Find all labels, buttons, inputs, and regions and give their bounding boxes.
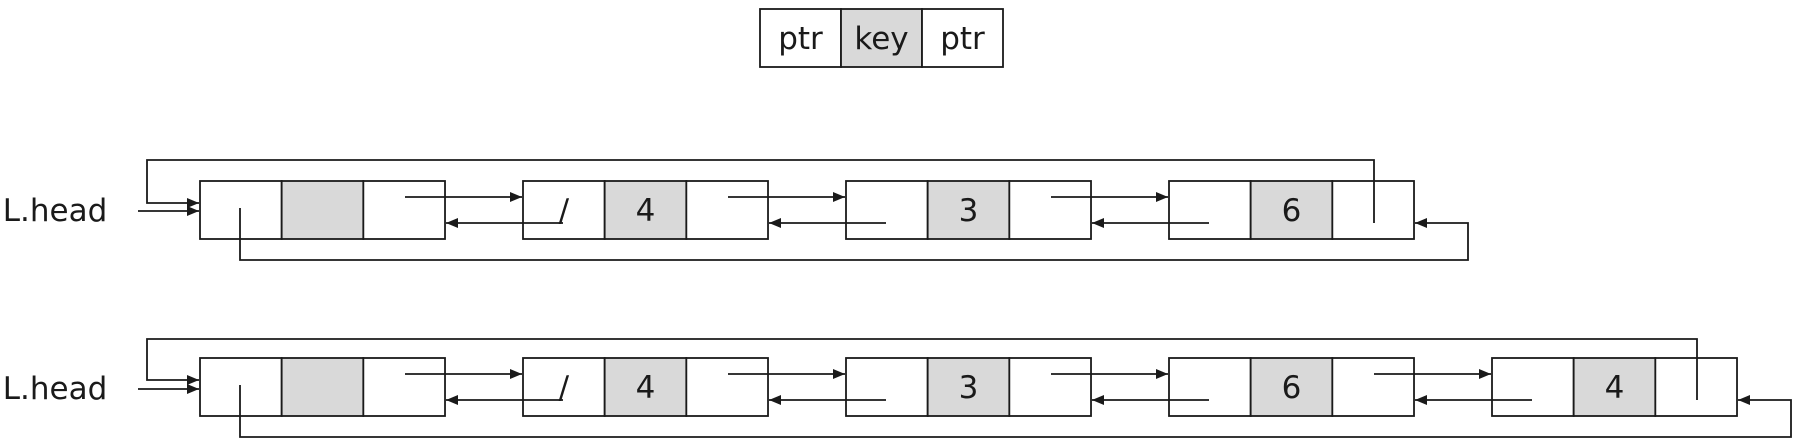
- head-label: L.head: [3, 371, 108, 407]
- list-node: /4: [522, 357, 769, 417]
- wrap-next-pointer-arrow: [146, 338, 1698, 400]
- node-next-cell: [1331, 357, 1415, 417]
- legend-cell-ptr: [921, 8, 1004, 68]
- node-key-cell: [1572, 357, 1657, 417]
- sentinel-node: [199, 357, 446, 417]
- node-key-cell: [280, 357, 365, 417]
- node-next-cell: [362, 357, 446, 417]
- node-key-cell: [926, 357, 1011, 417]
- node-key-value: 4: [636, 370, 656, 406]
- node-key-value: 4: [1605, 370, 1625, 406]
- node-key-value: 3: [959, 370, 979, 406]
- node-next-cell: [685, 180, 769, 240]
- legend-label: key: [854, 21, 908, 57]
- legend-cell-ptr: [759, 8, 842, 68]
- node-prev-cell: [1168, 180, 1252, 240]
- node-prev-cell: [845, 357, 929, 417]
- node-key-cell: [603, 180, 688, 240]
- legend-label: ptr: [940, 21, 985, 57]
- list-node: /4: [522, 180, 769, 240]
- head-label: L.head: [3, 193, 108, 229]
- node-key-cell: [926, 180, 1011, 240]
- sentinel-node: [199, 180, 446, 240]
- list-node: 3: [845, 357, 1092, 417]
- wrap-prev-pointer-arrow: [239, 208, 1469, 261]
- node-prev-cell: [522, 357, 606, 417]
- node-key-value: 3: [959, 193, 979, 229]
- node-key-cell: [280, 180, 365, 240]
- node-prev-cell: [1168, 357, 1252, 417]
- node-next-cell: [685, 357, 769, 417]
- node-prev-value: /: [559, 370, 570, 406]
- list-node: 6: [1168, 357, 1415, 417]
- node-next-cell: [1008, 180, 1092, 240]
- node-key-value: 6: [1282, 370, 1302, 406]
- node-prev-cell: [1491, 357, 1575, 417]
- legend-cell-key: [840, 8, 923, 68]
- node-key-cell: [603, 357, 688, 417]
- list-node: 6: [1168, 180, 1415, 240]
- node-next-cell: [362, 180, 446, 240]
- wrap-next-pointer-arrow: [146, 159, 1375, 223]
- legend-label: ptr: [778, 21, 823, 57]
- node-next-cell: [1008, 357, 1092, 417]
- node-prev-cell: [845, 180, 929, 240]
- node-key-value: 4: [636, 193, 656, 229]
- node-prev-value: /: [559, 193, 570, 229]
- node-key-cell: [1249, 357, 1334, 417]
- node-key-cell: [1249, 180, 1334, 240]
- wrap-prev-pointer-arrow: [239, 385, 1792, 438]
- node-key-value: 6: [1282, 193, 1302, 229]
- list-node: 3: [845, 180, 1092, 240]
- list-node: 4: [1491, 357, 1738, 417]
